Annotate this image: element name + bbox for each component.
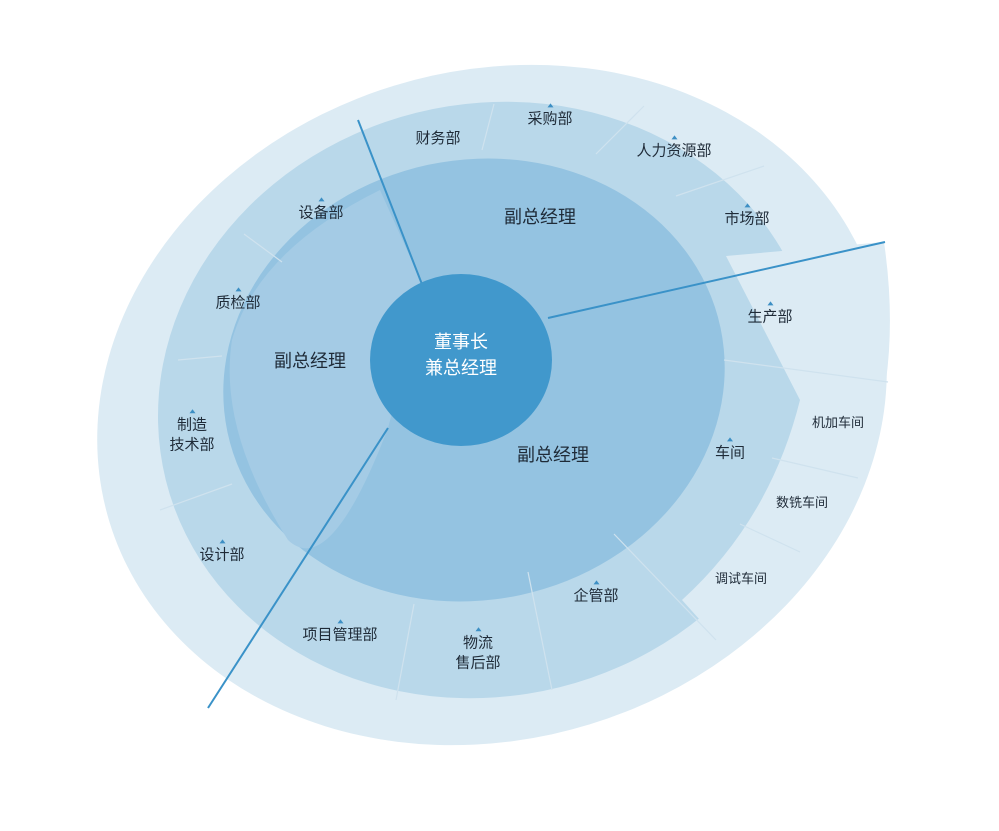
vp-label-top: 副总经理 <box>504 206 576 228</box>
workshop-machining-text: 机加车间 <box>811 416 865 432</box>
dept-manufacturing-tech-text-2: 技术部 <box>169 435 215 454</box>
marker-icon <box>743 203 750 208</box>
marker-icon <box>234 287 241 292</box>
dept-marketing: 市场部 <box>724 203 770 228</box>
dept-hr-text: 人力资源部 <box>636 141 712 160</box>
dept-equipment: 设备部 <box>298 197 344 222</box>
marker-icon <box>188 409 195 414</box>
dept-hr: 人力资源部 <box>636 135 712 160</box>
dept-production: 生产部 <box>747 301 793 326</box>
marker-icon <box>474 627 481 632</box>
dept-manufacturing-tech: 制造 技术部 <box>169 409 215 455</box>
dept-workshop-text: 车间 <box>714 443 746 462</box>
marker-icon <box>670 135 677 140</box>
dept-project-management-text: 项目管理部 <box>302 625 378 644</box>
dept-finance-text: 财务部 <box>415 128 461 147</box>
center-node <box>370 274 552 446</box>
vp-left-sector <box>229 190 425 549</box>
dept-logistics: 物流 售后部 <box>455 627 501 673</box>
dept-quality-inspection-text: 质检部 <box>215 293 261 312</box>
dept-management-text: 企管部 <box>573 586 619 605</box>
marker-icon <box>766 301 773 306</box>
department-dividers <box>159 103 889 701</box>
dept-marketing-text: 市场部 <box>724 209 770 228</box>
marker-icon <box>546 103 553 108</box>
dept-finance: 财务部 <box>415 128 460 148</box>
divider-right <box>547 241 886 319</box>
dept-purchasing-text: 采购部 <box>527 109 573 128</box>
chairman-label: 董事长 兼总经理 <box>425 330 497 382</box>
dept-purchasing: 采购部 <box>527 103 573 128</box>
marker-icon <box>336 619 343 624</box>
dept-logistics-text-2: 售后部 <box>455 653 501 672</box>
workshop-cnc: 数铣车间 <box>776 495 828 513</box>
workshop-ring-extension <box>682 242 890 640</box>
marker-icon <box>592 580 599 585</box>
marker-icon <box>317 197 324 202</box>
workshop-cnc-text: 数铣车间 <box>775 496 829 512</box>
dept-logistics-text-1: 物流 <box>462 633 494 652</box>
vp-label-left: 副总经理 <box>274 350 346 372</box>
general-manager-title: 兼总经理 <box>425 358 497 379</box>
dept-workshop: 车间 <box>715 437 745 462</box>
dept-quality-inspection: 质检部 <box>215 287 261 312</box>
dept-project-management: 项目管理部 <box>302 619 378 644</box>
dept-equipment-text: 设备部 <box>298 203 344 222</box>
workshop-debugging-text: 调试车间 <box>714 572 768 588</box>
dept-management: 企管部 <box>573 580 619 605</box>
chairman-title: 董事长 <box>434 331 488 353</box>
dept-design-text: 设计部 <box>199 545 245 564</box>
divider-bottom-left <box>207 427 389 709</box>
dept-manufacturing-tech-text-1: 制造 <box>176 415 208 434</box>
workshop-debugging: 调试车间 <box>715 571 767 589</box>
marker-icon <box>726 437 733 442</box>
vp-label-bottom: 副总经理 <box>517 444 589 466</box>
dept-design: 设计部 <box>199 539 245 564</box>
workshop-machining: 机加车间 <box>812 415 864 433</box>
dept-production-text: 生产部 <box>747 307 793 326</box>
marker-icon <box>218 539 225 544</box>
divider-top-left <box>357 119 426 293</box>
